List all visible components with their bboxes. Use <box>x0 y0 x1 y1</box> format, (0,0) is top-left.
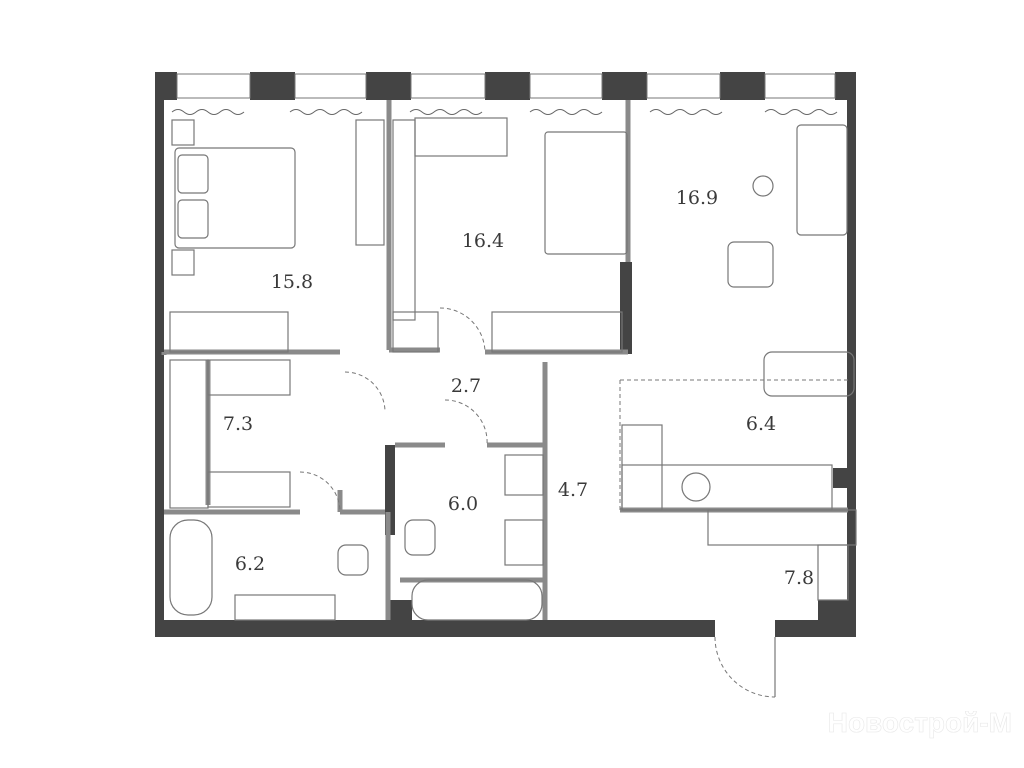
room-area-kitchen: 6.4 <box>746 413 776 435</box>
toilet-icon <box>337 544 369 576</box>
furniture <box>169 117 857 621</box>
wardrobe-icon <box>491 311 623 353</box>
fridge-icon <box>621 424 663 511</box>
room-area-bathroom-1: 6.0 <box>448 493 478 515</box>
sofa-icon <box>796 124 848 236</box>
room-area-wardrobe: 7.3 <box>223 413 253 435</box>
bathtub-icon <box>169 519 213 616</box>
bathtub-icon <box>411 579 543 621</box>
table-icon <box>752 175 774 197</box>
armchair-icon <box>727 241 774 288</box>
dining-table-icon <box>763 351 855 397</box>
wardrobe-icon <box>707 509 857 546</box>
toilet-icon <box>404 519 436 556</box>
room-area-living-room: 16.9 <box>676 187 718 209</box>
room-area-entrance: 7.8 <box>784 567 814 589</box>
bed-icon <box>544 131 628 255</box>
room-area-corridor: 4.7 <box>558 479 588 501</box>
bookshelf-icon <box>392 119 416 321</box>
room-area-bedroom-1: 15.8 <box>271 271 313 293</box>
watermark: Новострой-М <box>828 707 1012 738</box>
doors <box>299 307 848 698</box>
stove-icon <box>681 472 711 502</box>
area-labels: 15.8 16.4 16.9 2.7 7.3 6.4 6.0 4.7 6.2 7… <box>223 187 814 589</box>
windows <box>171 73 838 115</box>
sink-icon <box>504 519 544 566</box>
room-area-bedroom-2: 16.4 <box>462 230 504 252</box>
room-area-bathroom-2: 6.2 <box>235 553 265 575</box>
kitchen-counter-icon <box>621 464 833 511</box>
desk-icon <box>414 117 508 157</box>
washing-machine-icon <box>504 454 544 496</box>
sink-icon <box>234 594 336 621</box>
cabinet-icon <box>355 119 385 246</box>
bed-icon <box>174 147 296 249</box>
room-area-hall: 2.7 <box>451 375 481 397</box>
